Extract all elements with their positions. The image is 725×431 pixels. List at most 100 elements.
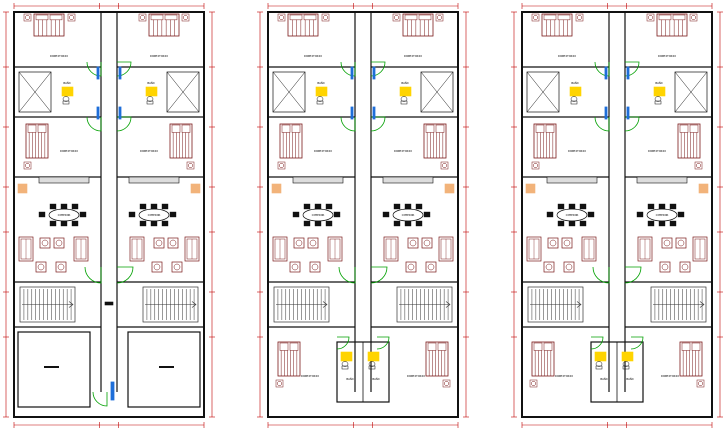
appliance bbox=[190, 183, 201, 194]
bedroom-label: DORMITORIO bbox=[568, 149, 586, 153]
armchair-icon bbox=[659, 261, 671, 273]
bed-icon bbox=[169, 123, 193, 159]
armchair-icon bbox=[543, 261, 555, 273]
door-swing-icon bbox=[116, 266, 134, 284]
nightstand-icon bbox=[694, 161, 703, 170]
dining-label: COMEDOR bbox=[58, 213, 71, 217]
bed-icon bbox=[423, 123, 447, 159]
nightstand-icon bbox=[696, 379, 705, 388]
outer-wall bbox=[13, 11, 205, 418]
dining-label: COMEDOR bbox=[402, 213, 415, 217]
nightstand-icon bbox=[277, 161, 286, 170]
dimension-lines bbox=[3, 3, 215, 428]
bed-icon bbox=[33, 13, 65, 37]
appliance bbox=[698, 183, 709, 194]
bedroom-label: DORMITORIO bbox=[661, 374, 679, 378]
closet-box bbox=[272, 71, 306, 113]
door-swing-icon bbox=[116, 116, 132, 132]
door-swing-icon bbox=[84, 266, 102, 284]
dining-table-icon: COMEDOR bbox=[292, 203, 341, 227]
bed-icon bbox=[287, 13, 319, 37]
bedroom-label: DORMITORIO bbox=[140, 149, 158, 153]
toilet-icon bbox=[569, 86, 582, 105]
door-swing-icon bbox=[624, 266, 642, 284]
counter bbox=[292, 176, 344, 184]
bed-icon bbox=[679, 341, 703, 377]
garage-left bbox=[17, 331, 91, 408]
counter bbox=[128, 176, 180, 184]
sofa-icon bbox=[526, 236, 542, 262]
bed-icon bbox=[25, 123, 49, 159]
door-swing-icon bbox=[590, 336, 604, 350]
nightstand-icon bbox=[23, 13, 32, 22]
closet-box bbox=[526, 71, 560, 113]
toilet-icon bbox=[653, 86, 666, 105]
appliance bbox=[271, 183, 282, 194]
bedroom-label: DORMITORIO bbox=[301, 374, 319, 378]
nightstand-icon bbox=[529, 379, 538, 388]
nightstand-icon bbox=[392, 13, 401, 22]
nightstand-icon bbox=[440, 161, 449, 170]
toilet-icon bbox=[145, 86, 158, 105]
nightstand-icon bbox=[186, 161, 195, 170]
door-swing-icon bbox=[340, 61, 356, 77]
bed-icon bbox=[279, 123, 303, 159]
bath-label: BAÑO bbox=[626, 376, 633, 381]
nightstand-icon bbox=[275, 379, 284, 388]
bedroom-label: DORMITORIO bbox=[314, 149, 332, 153]
dining-label: COMEDOR bbox=[566, 213, 579, 217]
bed-icon bbox=[677, 123, 701, 159]
sofa-icon bbox=[129, 236, 145, 262]
armchair-icon bbox=[39, 237, 51, 249]
outer-wall bbox=[267, 11, 459, 418]
door-swing-icon bbox=[86, 61, 102, 77]
armchair-icon bbox=[407, 237, 419, 249]
door-swing-icon bbox=[336, 336, 350, 350]
closet-box bbox=[18, 71, 52, 113]
counter bbox=[382, 176, 434, 184]
sofa-icon bbox=[383, 236, 399, 262]
window bbox=[372, 106, 376, 120]
armchair-icon bbox=[309, 261, 321, 273]
toilet-icon bbox=[340, 351, 353, 370]
door-swing-icon bbox=[624, 116, 640, 132]
window bbox=[372, 66, 376, 80]
toilet-icon bbox=[61, 86, 74, 105]
stair-icon bbox=[19, 286, 76, 323]
bedroom-label: DORMITORIO bbox=[50, 54, 68, 58]
bath-label: BAÑO bbox=[346, 376, 353, 381]
stair-icon bbox=[142, 286, 199, 323]
nightstand-icon bbox=[277, 13, 286, 22]
bed-icon bbox=[148, 13, 180, 37]
sofa-icon bbox=[581, 236, 597, 262]
armchair-icon bbox=[421, 237, 433, 249]
bath-label: BAÑO bbox=[655, 80, 662, 85]
window bbox=[604, 106, 608, 120]
counter bbox=[546, 176, 598, 184]
door-swing-icon bbox=[376, 336, 390, 350]
nightstand-icon bbox=[181, 13, 190, 22]
counter bbox=[636, 176, 688, 184]
sofa-icon bbox=[327, 236, 343, 262]
nightstand-icon bbox=[575, 13, 584, 22]
sofa-icon bbox=[73, 236, 89, 262]
sofa-icon bbox=[692, 236, 708, 262]
dimension-lines bbox=[257, 3, 469, 428]
bedroom-label: DORMITORIO bbox=[658, 54, 676, 58]
armchair-icon bbox=[35, 261, 47, 273]
bath-label: BAÑO bbox=[63, 80, 70, 85]
sofa-icon bbox=[184, 236, 200, 262]
nightstand-icon bbox=[138, 13, 147, 22]
bath-label: BAÑO bbox=[147, 80, 154, 85]
bedroom-label: DORMITORIO bbox=[394, 149, 412, 153]
bed-icon bbox=[541, 13, 573, 37]
appliance bbox=[525, 183, 536, 194]
stair-icon bbox=[396, 286, 453, 323]
window bbox=[604, 66, 608, 80]
door-swing-icon bbox=[338, 266, 356, 284]
bed-icon bbox=[656, 13, 688, 37]
nightstand-icon bbox=[531, 161, 540, 170]
nightstand-icon bbox=[531, 13, 540, 22]
